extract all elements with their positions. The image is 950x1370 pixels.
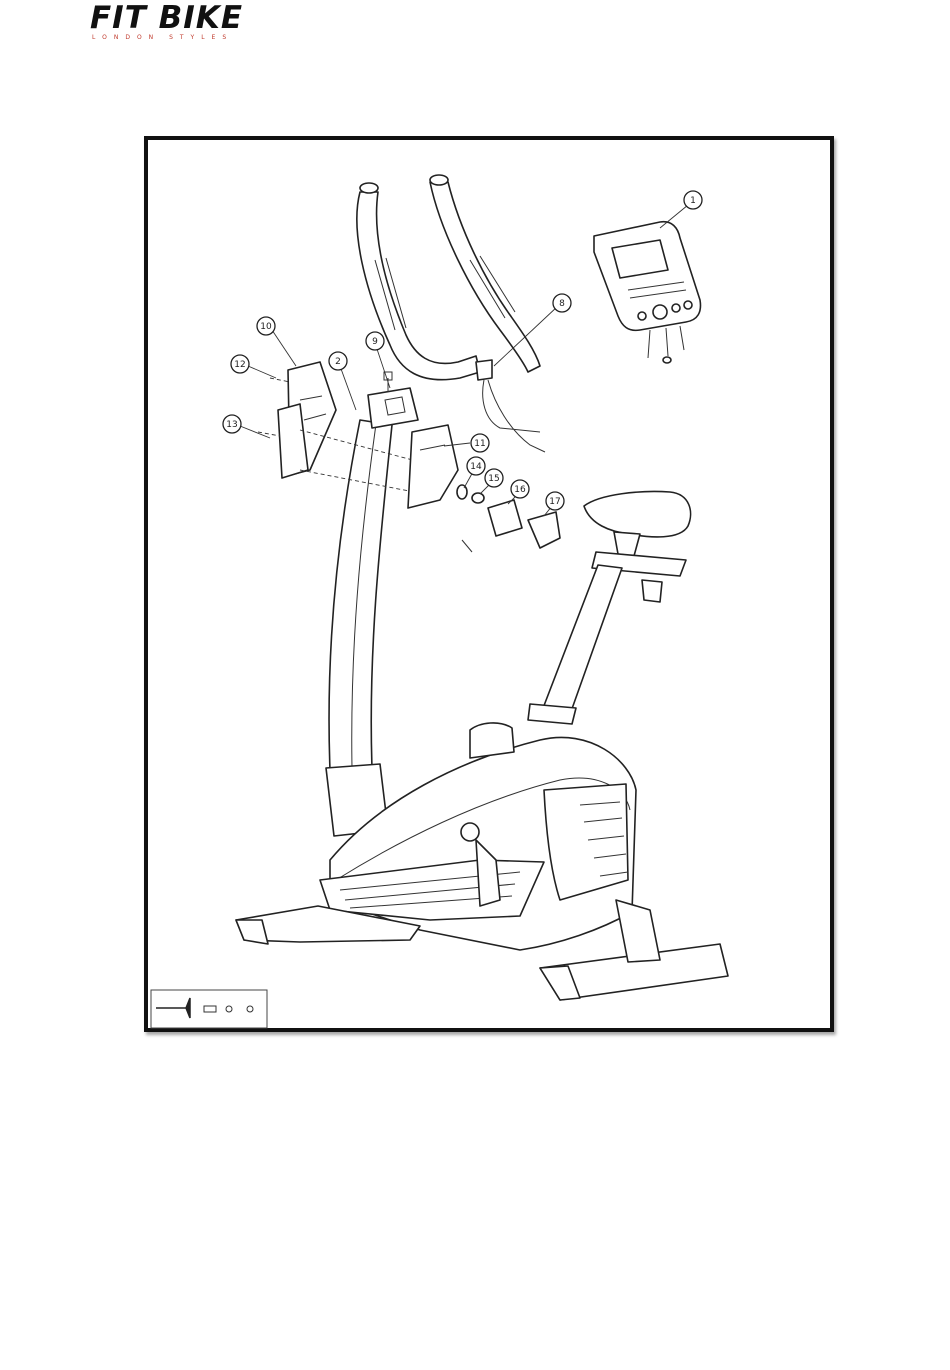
callout-16: 16: [511, 480, 529, 498]
callout-11-label: 11: [474, 439, 485, 449]
callout-10-label: 10: [260, 322, 272, 332]
callout-2-label: 2: [335, 357, 341, 367]
callout-13-label: 13: [226, 420, 237, 430]
callout-11: 11: [471, 434, 489, 452]
callout-15-label: 15: [488, 474, 499, 484]
callout-17-label: 17: [549, 497, 560, 507]
callout-1-label: 1: [690, 196, 696, 206]
callout-10: 10: [257, 317, 275, 335]
mounting-plate: [368, 372, 418, 428]
callout-16-label: 16: [514, 485, 526, 495]
hardware-legend: [151, 990, 267, 1028]
callout-1: 1: [684, 191, 702, 209]
console: [594, 222, 700, 363]
callout-8: 8: [553, 294, 571, 312]
callout-14: 14: [467, 457, 485, 475]
callout-8-label: 8: [559, 299, 565, 309]
callout-14-label: 14: [470, 462, 482, 472]
upright-post: [326, 420, 392, 836]
callout-12-label: 12: [234, 360, 245, 370]
callout-12: 12: [231, 355, 249, 373]
callout-15: 15: [485, 469, 503, 487]
callout-13: 13: [223, 415, 241, 433]
callout-2: 2: [329, 352, 347, 370]
callout-9-label: 9: [372, 337, 378, 347]
callout-9: 9: [366, 332, 384, 350]
callout-17: 17: [546, 492, 564, 510]
